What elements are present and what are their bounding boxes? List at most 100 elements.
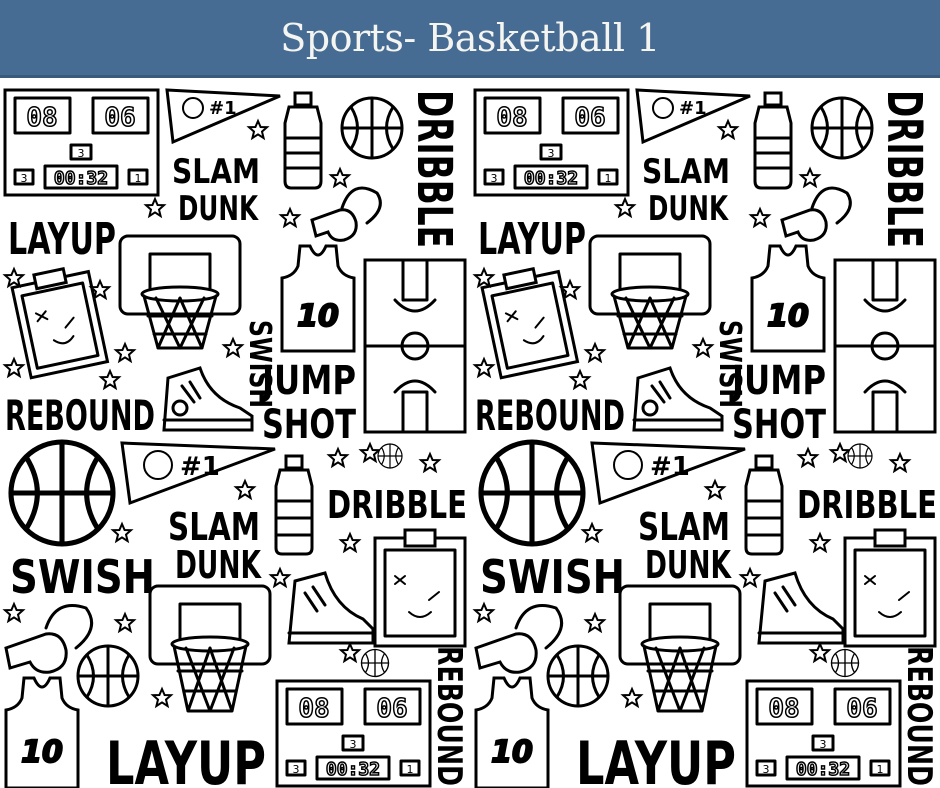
word-dribble: DRIBBLE	[797, 483, 937, 527]
score-home: 08	[496, 103, 527, 133]
sneaker-icon	[162, 366, 254, 432]
basketball-icon	[76, 644, 140, 708]
page-title: Sports- Basketball 1	[280, 15, 660, 60]
basketball-icon	[847, 443, 873, 469]
hoop-icon	[118, 234, 242, 350]
basketball-icon	[377, 443, 403, 469]
sneaker-icon	[632, 366, 724, 432]
word-rebound-vertical: REBOUND	[899, 646, 939, 786]
clipboard-icon	[10, 266, 110, 380]
word-layup: LAYUP	[478, 214, 586, 265]
whistle-icon	[310, 186, 382, 242]
word-rebound: REBOUND	[5, 391, 155, 440]
sneaker-icon	[757, 571, 845, 645]
basketball-icon	[830, 648, 860, 678]
score-home: 08	[26, 103, 57, 133]
score-clock: 00:32	[326, 759, 380, 780]
word-swish-vertical: SWISH	[242, 320, 277, 408]
score-left: 3	[763, 763, 770, 776]
basketball-icon	[481, 442, 583, 544]
score-clock: 00:32	[796, 759, 850, 780]
basketball-icon	[340, 96, 404, 160]
water-bottle-icon	[753, 91, 793, 190]
word-shot: SHOT	[732, 402, 827, 448]
score-right: 1	[877, 763, 884, 776]
score-away: 06	[846, 694, 877, 724]
hoop-icon	[618, 584, 742, 713]
hoop-icon	[148, 584, 272, 713]
score-left: 3	[293, 763, 300, 776]
jersey-number: 10	[21, 735, 63, 770]
word-swish-vertical: SWISH	[712, 320, 747, 408]
scoreboard-icon: 08 06 3 3 00:32 1	[3, 88, 160, 197]
word-layup: LAYUP	[576, 729, 736, 788]
water-bottle-icon	[744, 454, 784, 556]
word-slam: SLAM	[642, 152, 730, 192]
score-left: 3	[21, 172, 28, 185]
score-period: 3	[548, 147, 555, 160]
jersey-number: 10	[767, 299, 809, 334]
header-banner: Sports- Basketball 1	[0, 0, 940, 78]
score-home: 08	[298, 694, 329, 724]
score-right: 1	[407, 763, 414, 776]
court-icon	[363, 258, 467, 434]
word-dunk: DUNK	[178, 189, 259, 229]
score-left: 3	[491, 172, 498, 185]
word-dribble-vertical: DRIBBLE	[876, 90, 932, 248]
word-slam: SLAM	[168, 505, 260, 549]
clipboard-icon	[843, 528, 937, 648]
pennant-icon: #1	[635, 88, 751, 145]
word-rebound-vertical: REBOUND	[429, 646, 469, 786]
score-period: 3	[820, 738, 827, 751]
jersey-icon: 10	[474, 676, 550, 788]
hoop-icon	[588, 234, 712, 350]
word-swish: SWISH	[10, 550, 155, 604]
scoreboard-icon: 08 06 3 3 00:32 1	[275, 679, 432, 788]
water-bottle-icon	[274, 454, 314, 556]
score-right: 1	[135, 172, 142, 185]
scoreboard-icon: 08 06 3 3 00:32 1	[473, 88, 630, 197]
pattern-tile: 08 06 3 3 00:32 1 #1 SLAM DUNK DRIBBLE L…	[473, 88, 939, 788]
score-period: 3	[78, 147, 85, 160]
word-dribble: DRIBBLE	[327, 483, 467, 527]
score-clock: 00:32	[54, 168, 108, 189]
basketball-icon	[11, 442, 113, 544]
score-away: 06	[104, 103, 135, 133]
clipboard-icon	[373, 528, 467, 648]
basketball-icon	[810, 96, 874, 160]
word-jump: JUMP	[730, 358, 826, 404]
clipboard-icon	[480, 266, 580, 380]
pennant-label: #1	[180, 452, 220, 482]
pennant-icon: #1	[590, 441, 746, 506]
word-slam: SLAM	[172, 152, 260, 192]
basketball-icon	[546, 644, 610, 708]
pennant-icon: #1	[165, 88, 281, 145]
word-dunk: DUNK	[175, 543, 262, 587]
word-layup: LAYUP	[106, 729, 266, 788]
word-shot: SHOT	[262, 402, 357, 448]
jersey-number: 10	[297, 299, 339, 334]
word-dribble-vertical: DRIBBLE	[406, 90, 462, 248]
sneaker-icon	[287, 571, 375, 645]
pennant-label: #1	[209, 98, 237, 119]
water-bottle-icon	[283, 91, 323, 190]
word-dunk: DUNK	[645, 543, 732, 587]
word-rebound: REBOUND	[475, 391, 625, 440]
court-icon	[833, 258, 937, 434]
basketball-icon	[360, 648, 390, 678]
whistle-icon	[474, 604, 564, 674]
coloring-pattern: 08 06 3 3 00:32 1 #1 SLAM DUNK DRIBBLE L…	[3, 88, 939, 788]
word-swish: SWISH	[480, 550, 625, 604]
jersey-icon: 10	[4, 676, 80, 788]
whistle-icon	[4, 604, 94, 674]
pattern-tile: 08 06 3 3 00:32 1 #1 SLAM DUNK DRIBBLE L…	[3, 88, 469, 788]
jersey-number: 10	[491, 735, 533, 770]
pennant-label: #1	[650, 452, 690, 482]
score-away: 06	[376, 694, 407, 724]
word-jump: JUMP	[260, 358, 356, 404]
jersey-icon: 10	[280, 244, 356, 353]
jersey-icon: 10	[750, 244, 826, 353]
word-layup: LAYUP	[8, 214, 116, 265]
score-home: 08	[768, 694, 799, 724]
pennant-icon: #1	[120, 441, 276, 506]
